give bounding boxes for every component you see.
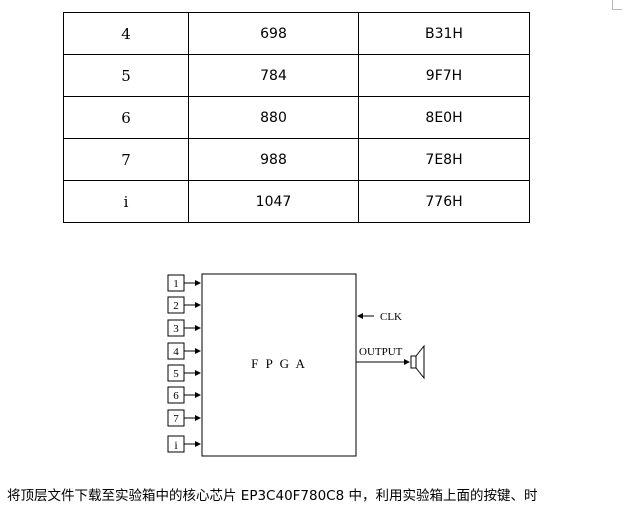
table-cell-hex: 776H [358,180,530,223]
input-pin-5: 5 [167,364,201,382]
table-cell-note: 6 [63,96,189,139]
table-cell-note: 7 [63,138,189,181]
table-cell-hex: 7E8H [358,138,530,181]
table-cell-frequency: 988 [188,138,359,181]
input-pin-i: i [167,435,201,453]
table-row: 7 988 7E8H [63,138,530,181]
speaker-icon [410,344,425,380]
input-pin-label: 5 [173,368,179,380]
page-corner-mark [612,0,622,10]
table-row: 5 784 9F7H [63,54,530,97]
frequency-table-body: 4 698 B31H 5 784 9F7H 6 880 8E0H 7 988 7… [63,12,530,223]
input-pin-label: 1 [173,278,179,290]
input-pin-label: 4 [173,346,179,358]
table-row: 4 698 B31H [63,12,530,55]
fpga-block [201,273,357,457]
table-cell-hex: 8E0H [358,96,530,139]
input-pin-label: 3 [173,323,179,335]
fpga-diagram: 1 2 3 4 5 6 7 [150,265,440,470]
input-pin-label: 6 [173,390,179,402]
input-pin-label: 7 [173,413,179,425]
table-cell-note: 5 [63,54,189,97]
table-cell-note: 4 [63,12,189,55]
table-cell-hex: 9F7H [358,54,530,97]
body-paragraph: 将顶层文件下载至实验箱中的核心芯片 EP3C40F780C8 中，利用实验箱上面… [7,488,538,504]
table-cell-note: i [63,180,189,223]
input-pin-1: 1 [167,274,201,292]
output-label: OUTPUT [359,346,403,358]
table-cell-frequency: 698 [188,12,359,55]
fpga-label: F P G A [251,356,307,371]
input-pin-4: 4 [167,342,201,360]
input-pin-3: 3 [167,319,201,337]
input-pin-label: i [174,438,178,452]
input-pin-6: 6 [167,386,201,404]
input-pin-7: 7 [167,409,201,427]
table-cell-hex: B31H [358,12,530,55]
input-pin-2: 2 [167,296,201,314]
frequency-table: 4 698 B31H 5 784 9F7H 6 880 8E0H 7 988 7… [63,12,530,223]
table-row: i 1047 776H [63,180,530,223]
table-cell-frequency: 784 [188,54,359,97]
table-cell-frequency: 1047 [188,180,359,223]
clk-label: CLK [380,311,402,323]
input-pin-label: 2 [173,300,179,312]
table-row: 6 880 8E0H [63,96,530,139]
table-cell-frequency: 880 [188,96,359,139]
